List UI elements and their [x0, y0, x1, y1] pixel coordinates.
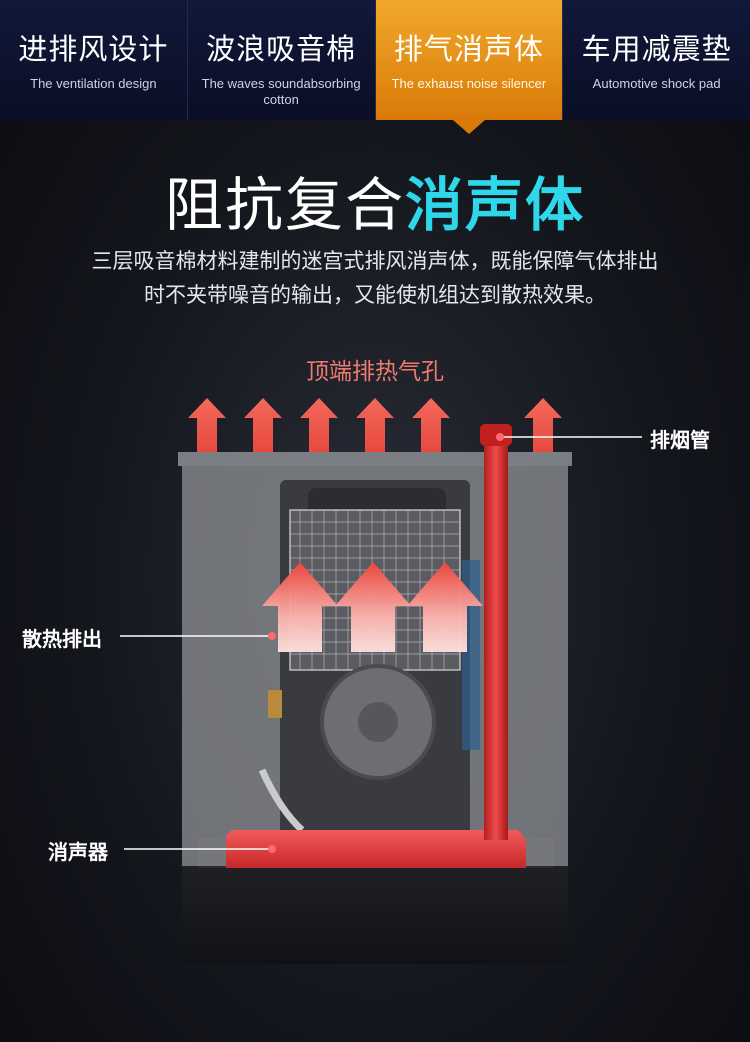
heat-arrow-1	[262, 562, 338, 652]
page-title: 阻抗复合消声体	[0, 158, 750, 242]
description: 三层吸音棉材料建制的迷宫式排风消声体，既能保障气体排出 时不夹带噪音的输出，又能…	[0, 244, 750, 312]
vent-arrows	[188, 398, 562, 452]
vent-arrow-4	[356, 398, 394, 452]
vent-arrow-5	[412, 398, 450, 452]
tab-title: 波浪吸音棉	[206, 32, 357, 66]
callout-lines	[120, 433, 642, 853]
generator-engine	[258, 480, 480, 840]
heat-arrows	[262, 562, 483, 652]
exhaust-pipe	[484, 440, 508, 840]
vent-arrow-6	[524, 398, 562, 452]
tab-title: 车用减震垫	[581, 32, 732, 66]
enclosure-roof	[178, 452, 572, 466]
tab-sound-absorbing-cotton[interactable]: 波浪吸音棉 The waves soundabsorbing cotton	[187, 0, 376, 120]
feature-tab-bar: 进排风设计 The ventilation design 波浪吸音棉 The w…	[0, 0, 750, 120]
vent-arrow-2	[244, 398, 282, 452]
tab-title: 进排风设计	[18, 32, 169, 66]
callout-muffler: 消声器	[48, 840, 108, 864]
tab-subtitle: Automotive shock pad	[592, 76, 721, 91]
silencer-diagram	[120, 398, 642, 964]
muffler-body	[226, 830, 526, 868]
heat-arrow-2	[335, 562, 411, 652]
description-line1: 三层吸音棉材料建制的迷宫式排风消声体，既能保障气体排出	[91, 249, 659, 273]
tab-ventilation-design[interactable]: 进排风设计 The ventilation design	[0, 0, 188, 120]
tab-shock-pad[interactable]: 车用减震垫 Automotive shock pad	[563, 0, 750, 120]
tab-exhaust-silencer[interactable]: 排气消声体 The exhaust noise silencer	[375, 0, 564, 120]
page-title-part1: 阻抗复合	[164, 171, 405, 239]
vent-arrow-1	[188, 398, 226, 452]
page-title-highlight: 消声体	[405, 171, 586, 239]
tab-title: 排气消声体	[393, 32, 544, 66]
top-vent-label: 顶端排热气孔	[306, 359, 444, 385]
base-plinth	[182, 866, 568, 964]
description-line2: 时不夹带噪音的输出，又能使机组达到散热效果。	[144, 283, 606, 307]
heat-arrow-3	[407, 562, 483, 652]
tab-subtitle: The exhaust noise silencer	[391, 76, 547, 91]
vent-arrow-3	[300, 398, 338, 452]
exhaust-pipe-cap	[480, 424, 512, 446]
tab-subtitle: The ventilation design	[30, 76, 157, 91]
callout-heat-exhaust: 散热排出	[22, 627, 102, 651]
callout-exhaust-pipe: 排烟管	[650, 428, 710, 452]
tab-subtitle: The waves soundabsorbing cotton	[201, 76, 361, 107]
